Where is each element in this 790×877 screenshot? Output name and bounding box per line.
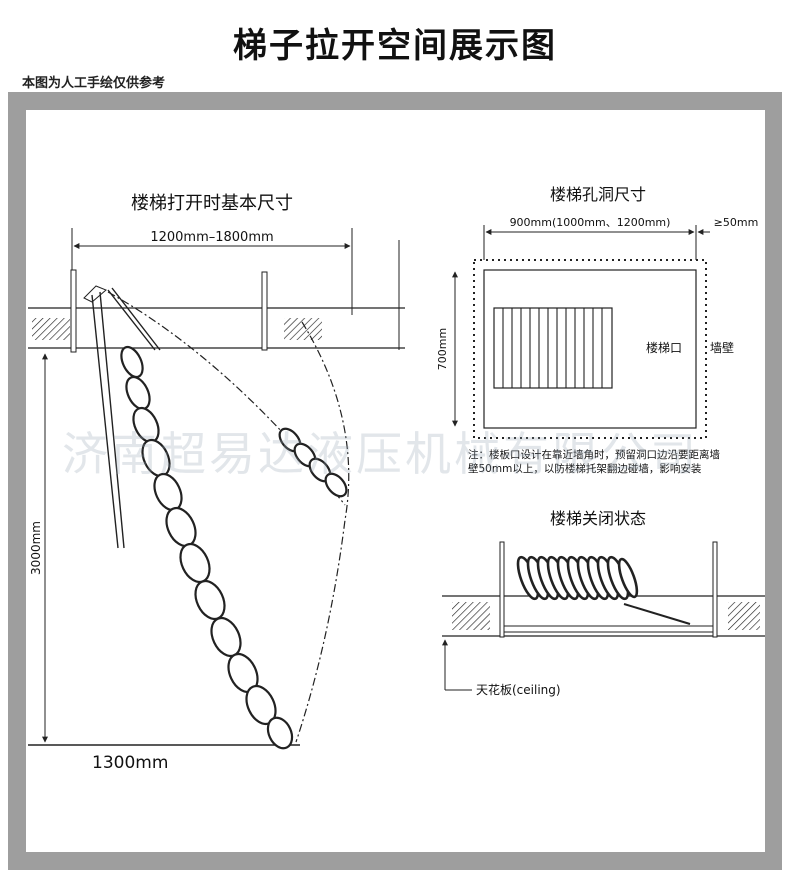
closed-ladder-stack	[516, 555, 639, 601]
hole-size-diagram: 楼梯孔洞尺寸 900mm(1000mm、1200mm) ≥50mm 700mm	[436, 185, 758, 475]
hole-width-label: 900mm(1000mm、1200mm)	[510, 216, 671, 229]
floor-hatch-right	[284, 318, 322, 340]
ceiling-label: 天花板(ceiling)	[476, 682, 561, 697]
hole-note-line-1: 注：楼板口设计在靠近墙角时，预留洞口边沿要距离墙	[468, 448, 720, 461]
support-arm	[91, 291, 125, 549]
width-dimension-label: 1200mm–1800mm	[150, 230, 273, 245]
closed-diagram-title: 楼梯关闭状态	[550, 509, 646, 528]
hole-height-label: 700mm	[436, 328, 449, 370]
depth-dimension-label: 1300mm	[92, 753, 168, 773]
page-title: 梯子拉开空间展示图	[233, 26, 557, 66]
hole-diagram-title: 楼梯孔洞尺寸	[550, 185, 646, 204]
folding-ladder-chain	[278, 427, 348, 498]
closed-frame-post-left	[499, 541, 505, 638]
folded-ladder-top-view	[493, 307, 613, 389]
hinge-bracket	[83, 285, 107, 303]
closed-hatch-right	[728, 602, 760, 630]
swing-arc	[295, 321, 350, 743]
frame-post-left	[70, 269, 77, 353]
company-watermark: 济南超易达液压机械有限公司	[62, 427, 699, 481]
drawing-disclaimer: 本图为人工手绘仅供参考	[22, 76, 166, 91]
hole-outline	[483, 269, 697, 429]
wall-label: 墙壁	[710, 340, 734, 355]
closed-support-arm	[623, 603, 691, 625]
closed-frame-post-right	[712, 541, 718, 638]
floor-hatch-left	[32, 318, 70, 340]
open-ladder-chain	[120, 345, 294, 750]
open-diagram-title: 楼梯打开时基本尺寸	[131, 193, 293, 214]
gap-dimension-label: ≥50mm	[714, 216, 759, 229]
opening-label: 楼梯口	[646, 340, 682, 355]
frame-post-right	[261, 271, 268, 351]
spring-arm	[107, 287, 161, 351]
open-ladder-diagram: 楼梯打开时基本尺寸 1200mm–1800mm 3000mm 1300mm	[28, 193, 405, 773]
ceiling-opening-dotted	[473, 259, 707, 439]
closed-ladder-diagram: 楼梯关闭状态 天花板(ceiling)	[442, 509, 765, 697]
height-dimension-label: 3000mm	[29, 521, 43, 575]
hole-note-line-2: 壁50mm以上，以防楼梯托架翻边碰墙，影响安装	[468, 462, 702, 475]
closed-ceiling-panel	[503, 625, 714, 633]
closed-hatch-left	[452, 602, 490, 630]
